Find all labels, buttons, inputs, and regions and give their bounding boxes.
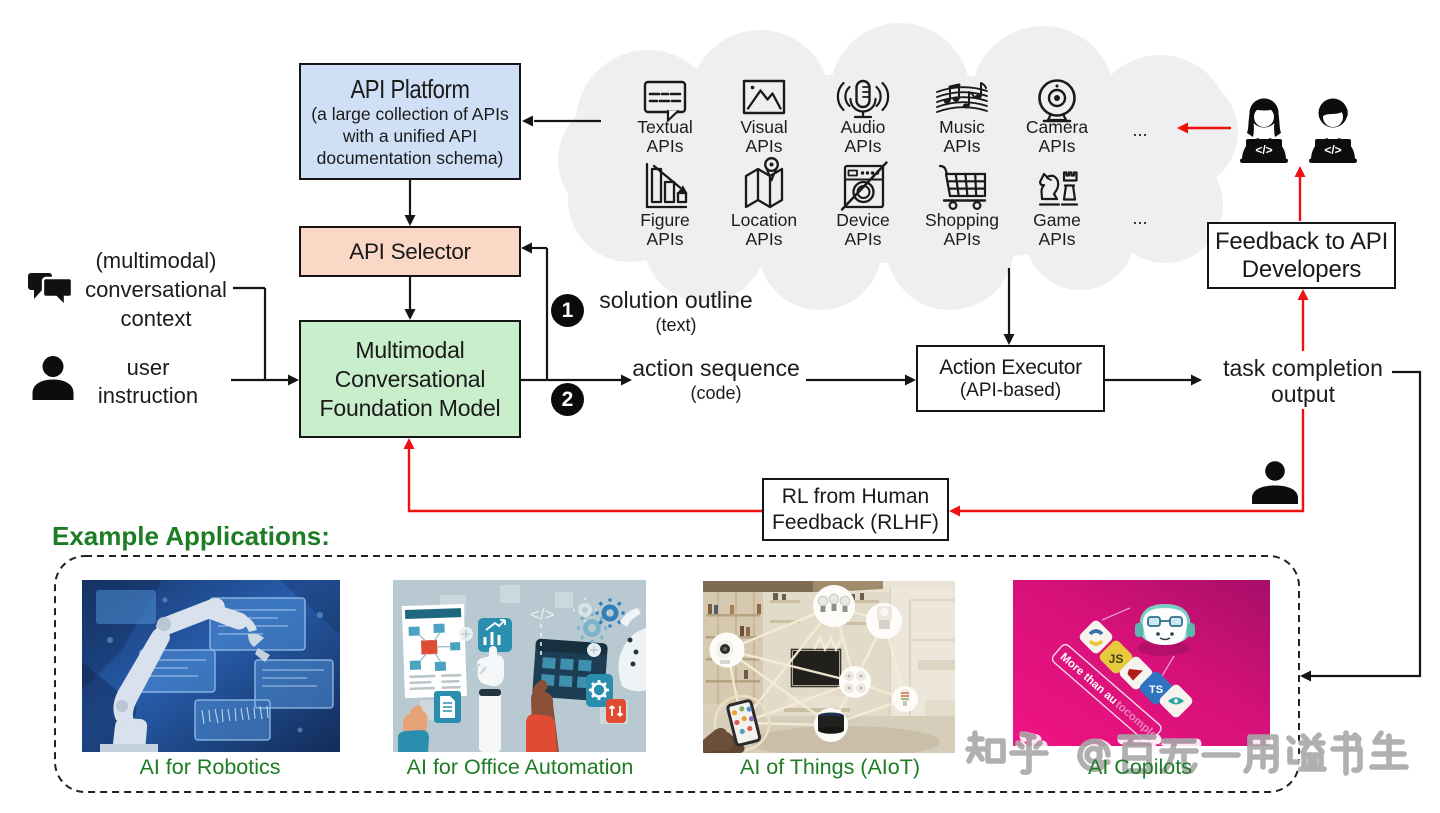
svg-text:JS: JS	[1109, 652, 1124, 666]
svg-text:</>: </>	[1255, 143, 1272, 157]
svg-text:</>: </>	[1324, 143, 1341, 157]
svg-text:TS: TS	[1149, 684, 1163, 696]
svg-text:</>: </>	[530, 605, 555, 624]
